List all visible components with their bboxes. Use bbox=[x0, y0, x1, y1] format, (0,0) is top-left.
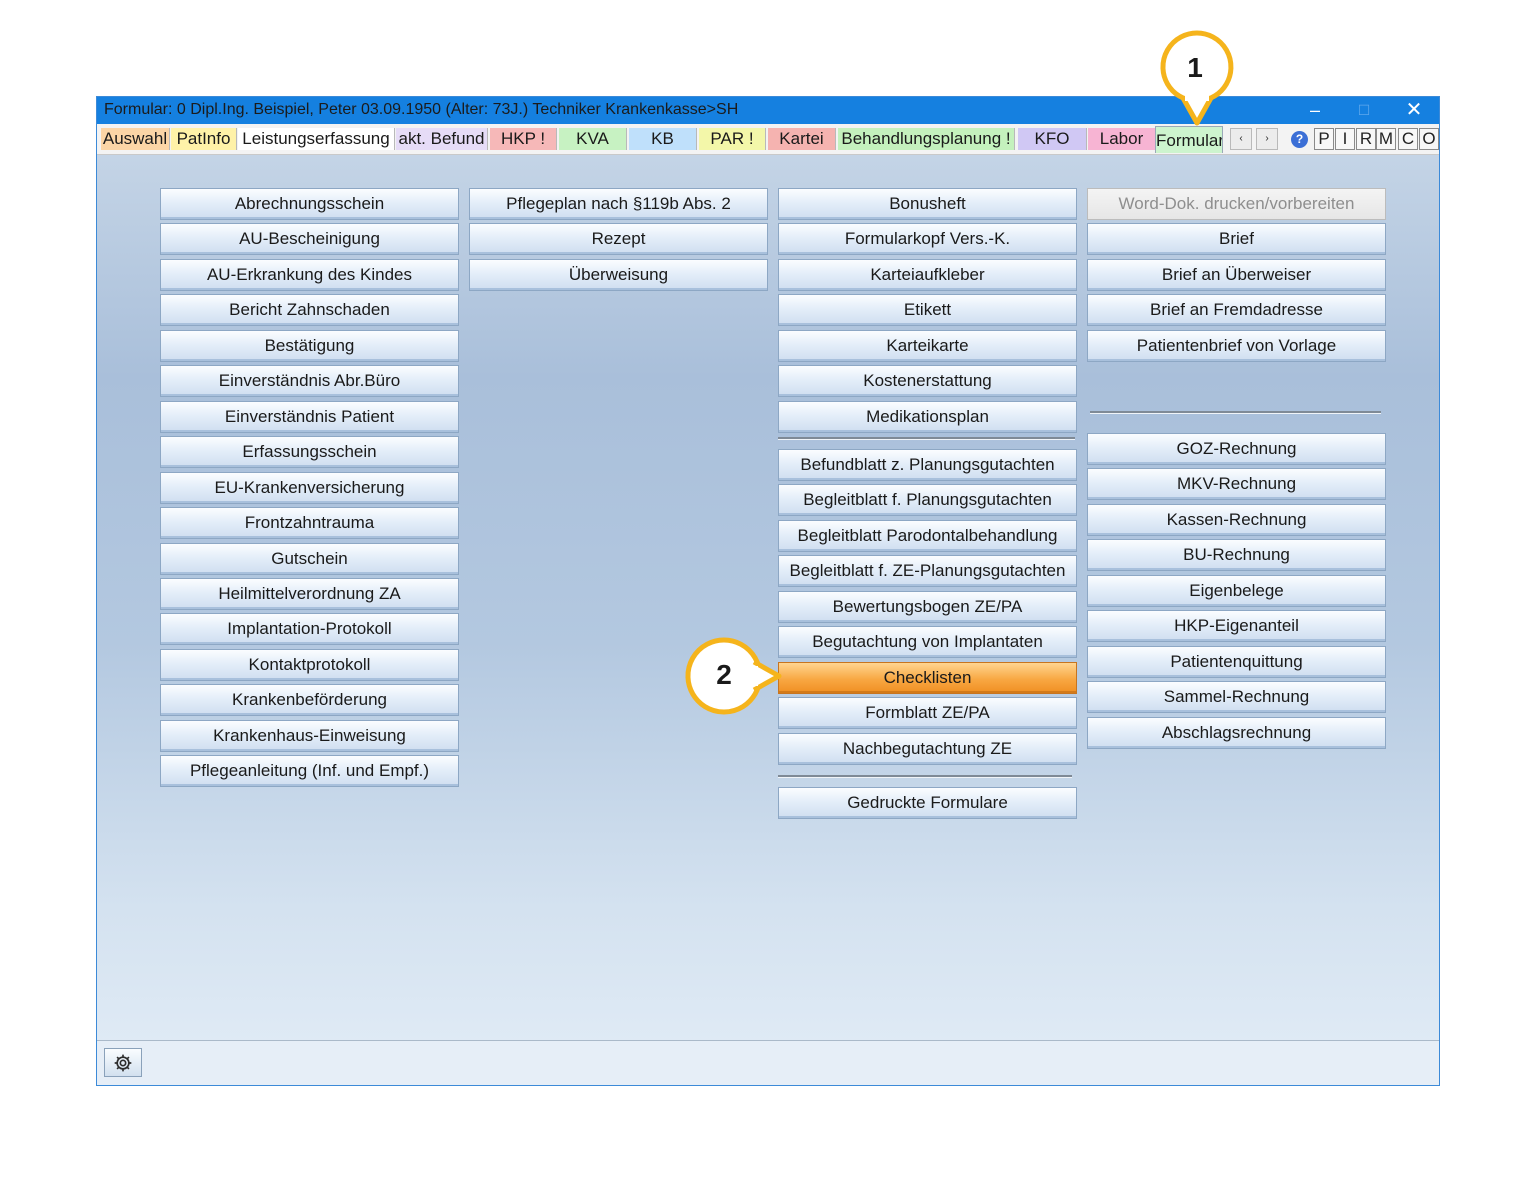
quick-button-c[interactable]: C bbox=[1398, 128, 1418, 150]
form-button-einverständnis-patient[interactable]: Einverständnis Patient bbox=[160, 400, 459, 433]
form-button-begleitblatt-f-ze-planungsgutachten[interactable]: Begleitblatt f. ZE-Planungsgutachten bbox=[778, 555, 1077, 588]
form-button-eigenbelege[interactable]: Eigenbelege bbox=[1087, 574, 1386, 607]
form-button-brief[interactable]: Brief bbox=[1087, 223, 1386, 256]
form-button-bu-rechnung[interactable]: BU-Rechnung bbox=[1087, 539, 1386, 572]
form-button-etikett[interactable]: Etikett bbox=[778, 294, 1077, 327]
form-button-kassen-rechnung[interactable]: Kassen-Rechnung bbox=[1087, 503, 1386, 536]
form-button-bestätigung[interactable]: Bestätigung bbox=[160, 329, 459, 362]
form-button-begutachtung-von-implantaten[interactable]: Begutachtung von Implantaten bbox=[778, 626, 1077, 659]
status-bar bbox=[97, 1040, 1439, 1085]
form-button-brief-an-überweiser[interactable]: Brief an Überweiser bbox=[1087, 258, 1386, 291]
form-button-patientenbrief-von-vorlage[interactable]: Patientenbrief von Vorlage bbox=[1087, 329, 1386, 362]
quick-button-o[interactable]: O bbox=[1419, 128, 1439, 150]
callout-2-label: 2 bbox=[716, 659, 732, 690]
form-button-überweisung[interactable]: Überweisung bbox=[469, 258, 768, 291]
quick-button-r[interactable]: R bbox=[1356, 128, 1376, 150]
form-button-erfassungsschein[interactable]: Erfassungsschein bbox=[160, 436, 459, 469]
tab-behandlungsplanung[interactable]: Behandlungsplanung ! bbox=[838, 128, 1015, 150]
separator bbox=[1090, 411, 1381, 414]
callout-2-marker bbox=[685, 637, 782, 715]
form-button-nachbegutachtung-ze[interactable]: Nachbegutachtung ZE bbox=[778, 732, 1077, 765]
form-button-einverständnis-abr-büro[interactable]: Einverständnis Abr.Büro bbox=[160, 365, 459, 398]
separator bbox=[778, 437, 1075, 440]
tab-akt-befund[interactable]: akt. Befund bbox=[396, 128, 488, 150]
quick-button-m[interactable]: M bbox=[1376, 128, 1396, 150]
form-button-pflegeanleitung-inf-und-empf[interactable]: Pflegeanleitung (Inf. und Empf.) bbox=[160, 755, 459, 788]
tab-kb[interactable]: KB bbox=[629, 128, 697, 150]
settings-button[interactable] bbox=[104, 1048, 142, 1077]
form-button-eu-krankenversicherung[interactable]: EU-Krankenversicherung bbox=[160, 471, 459, 504]
tab-leistungserfassung[interactable]: Leistungserfassung bbox=[238, 128, 395, 150]
form-button-begleitblatt-parodontalbehandlung[interactable]: Begleitblatt Parodontalbehandlung bbox=[778, 519, 1077, 552]
quick-button-i[interactable]: I bbox=[1335, 128, 1355, 150]
form-button-kostenerstattung[interactable]: Kostenerstattung bbox=[778, 365, 1077, 398]
form-button-abschlagsrechnung[interactable]: Abschlagsrechnung bbox=[1087, 716, 1386, 749]
close-icon[interactable]: ✕ bbox=[1405, 99, 1423, 121]
tab-patinfo[interactable]: PatInfo bbox=[171, 128, 237, 150]
form-button-krankenhaus-einweisung[interactable]: Krankenhaus-Einweisung bbox=[160, 719, 459, 752]
title-bar: Formular: 0 Dipl.Ing. Beispiel, Peter 03… bbox=[97, 97, 1439, 124]
form-button-gutschein[interactable]: Gutschein bbox=[160, 542, 459, 575]
form-button-bericht-zahnschaden[interactable]: Bericht Zahnschaden bbox=[160, 294, 459, 327]
help-icon[interactable]: ? bbox=[1291, 131, 1308, 148]
gear-icon bbox=[114, 1054, 132, 1071]
form-button-gedruckte-formulare[interactable]: Gedruckte Formulare bbox=[778, 787, 1077, 819]
form-button-patientenquittung[interactable]: Patientenquittung bbox=[1087, 645, 1386, 678]
form-button-pflegeplan-nach-119b-abs-2[interactable]: Pflegeplan nach §119b Abs. 2 bbox=[469, 188, 768, 220]
form-button-rezept[interactable]: Rezept bbox=[469, 223, 768, 256]
tab-auswahl[interactable]: Auswahl bbox=[101, 128, 170, 150]
tab-scroll-left-icon[interactable]: ‹ bbox=[1230, 128, 1252, 150]
form-button-krankenbeförderung[interactable]: Krankenbeförderung bbox=[160, 684, 459, 717]
form-button-begleitblatt-f-planungsgutachten[interactable]: Begleitblatt f. Planungsgutachten bbox=[778, 484, 1077, 517]
form-button-mkv-rechnung[interactable]: MKV-Rechnung bbox=[1087, 468, 1386, 501]
separator bbox=[778, 775, 1072, 778]
form-button-sammel-rechnung[interactable]: Sammel-Rechnung bbox=[1087, 681, 1386, 714]
form-button-bewertungsbogen-ze-pa[interactable]: Bewertungsbogen ZE/PA bbox=[778, 590, 1077, 623]
tab-kfo[interactable]: KFO bbox=[1018, 128, 1087, 150]
tab-kartei[interactable]: Kartei bbox=[768, 128, 836, 150]
form-button-karteiaufkleber[interactable]: Karteiaufkleber bbox=[778, 258, 1077, 291]
callout-1-label: 1 bbox=[1187, 52, 1203, 83]
form-button-formularkopf-vers-k[interactable]: Formularkopf Vers.-K. bbox=[778, 223, 1077, 256]
form-button-bonusheft[interactable]: Bonusheft bbox=[778, 188, 1077, 220]
form-button-befundblatt-z-planungsgutachten[interactable]: Befundblatt z. Planungsgutachten bbox=[778, 449, 1077, 481]
quick-button-p[interactable]: P bbox=[1314, 128, 1334, 150]
callout-1-marker bbox=[1160, 30, 1234, 126]
tab-par[interactable]: PAR ! bbox=[699, 128, 766, 150]
tab-hkp[interactable]: HKP ! bbox=[490, 128, 557, 150]
tab-labor[interactable]: Labor bbox=[1088, 128, 1156, 150]
form-button-goz-rechnung[interactable]: GOZ-Rechnung bbox=[1087, 433, 1386, 465]
form-button-kontaktprotokoll[interactable]: Kontaktprotokoll bbox=[160, 648, 459, 681]
minimize-icon[interactable]: – bbox=[1309, 100, 1320, 120]
window-title: Formular: 0 Dipl.Ing. Beispiel, Peter 03… bbox=[104, 101, 739, 118]
form-button-au-bescheinigung[interactable]: AU-Bescheinigung bbox=[160, 223, 459, 256]
form-button-heilmittelverordnung-za[interactable]: Heilmittelverordnung ZA bbox=[160, 577, 459, 610]
form-button-medikationsplan[interactable]: Medikationsplan bbox=[778, 400, 1077, 433]
form-button-karteikarte[interactable]: Karteikarte bbox=[778, 329, 1077, 362]
tab-kva[interactable]: KVA bbox=[559, 128, 627, 150]
form-button-abrechnungsschein[interactable]: Abrechnungsschein bbox=[160, 188, 459, 220]
maximize-icon[interactable]: ☐ bbox=[1357, 102, 1371, 118]
form-button-hkp-eigenanteil[interactable]: HKP-Eigenanteil bbox=[1087, 610, 1386, 643]
formular-window: Formular: 0 Dipl.Ing. Beispiel, Peter 03… bbox=[96, 96, 1440, 1086]
tab-scroll-right-icon[interactable]: › bbox=[1256, 128, 1278, 150]
form-button-au-erkrankung-des-kindes[interactable]: AU-Erkrankung des Kindes bbox=[160, 258, 459, 291]
form-button-implantation-protokoll[interactable]: Implantation-Protokoll bbox=[160, 613, 459, 646]
tab-formular[interactable]: Formular bbox=[1155, 126, 1223, 153]
form-button-word-dok-drucken-vorbereiten: Word-Dok. drucken/vorbereiten bbox=[1087, 188, 1386, 220]
form-button-formblatt-ze-pa[interactable]: Formblatt ZE/PA bbox=[778, 697, 1077, 730]
form-button-checklisten[interactable]: Checklisten bbox=[778, 661, 1077, 694]
form-button-frontzahntrauma[interactable]: Frontzahntrauma bbox=[160, 507, 459, 540]
form-button-brief-an-fremdadresse[interactable]: Brief an Fremdadresse bbox=[1087, 294, 1386, 327]
